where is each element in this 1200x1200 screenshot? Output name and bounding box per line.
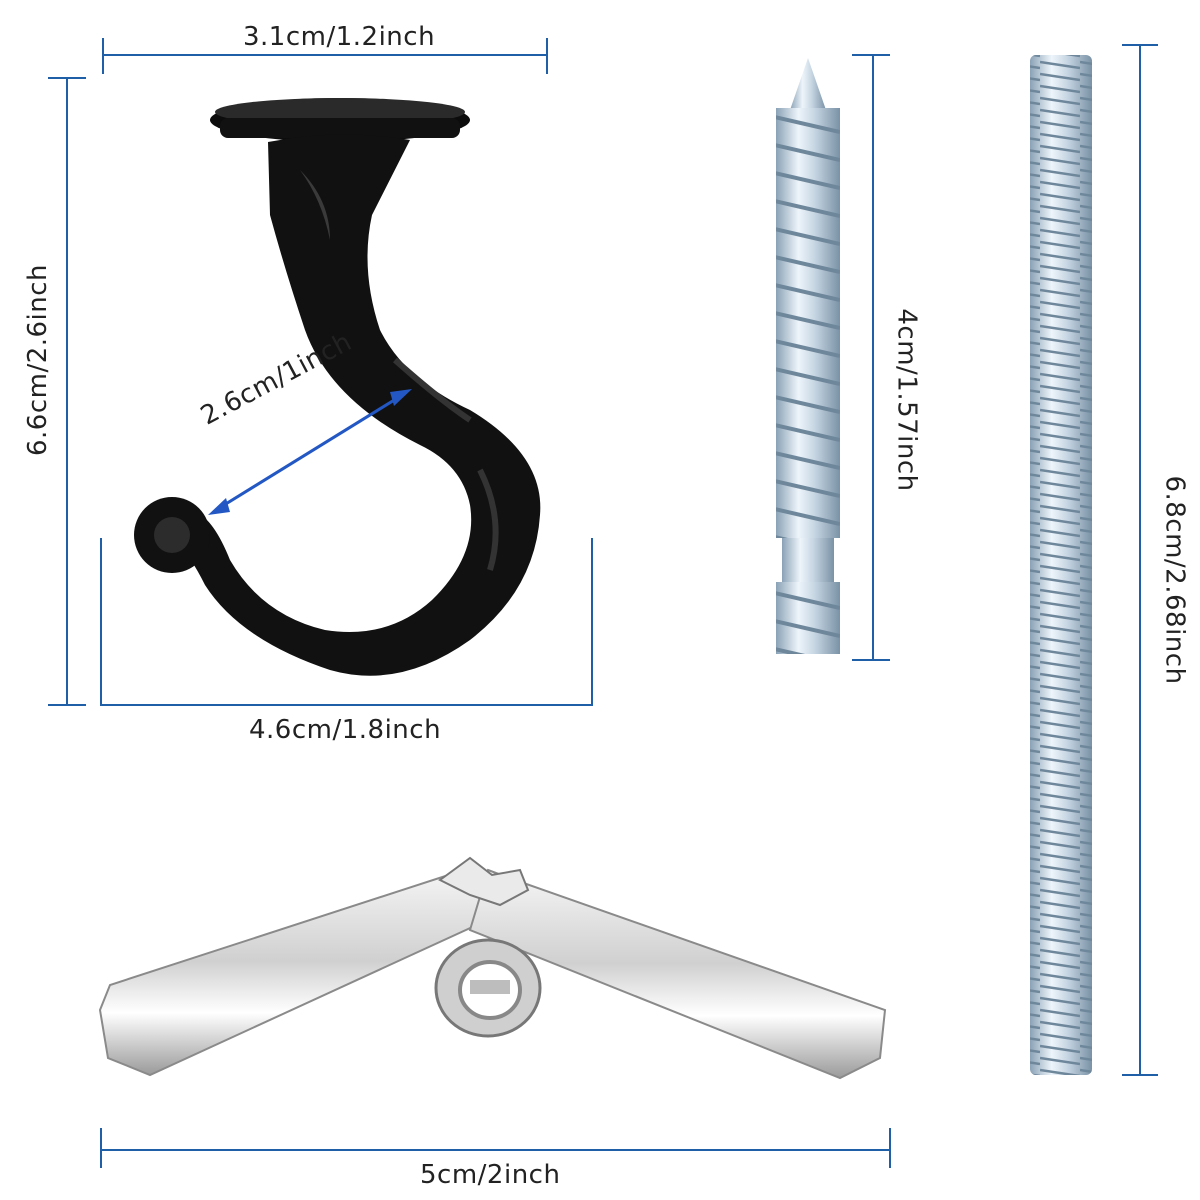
anchor-width-dimension	[100, 1128, 891, 1168]
threaded-rod	[1030, 55, 1092, 1075]
anchor-width-label: 5cm/2inch	[420, 1160, 561, 1190]
hook-width-dimension	[102, 38, 548, 74]
ceiling-hook	[134, 98, 541, 676]
hook-base-label: 4.6cm/1.8inch	[249, 715, 442, 745]
hook-height-label: 6.6cm/2.6inch	[23, 263, 54, 457]
screw-length-label: 4cm/1.57inch	[891, 308, 922, 492]
hook-height-dimension	[48, 77, 86, 706]
wood-screw	[776, 58, 840, 654]
rod-length-dimension	[1122, 44, 1158, 1076]
hook-opening-arrow	[208, 389, 412, 515]
hook-base-dimension	[100, 538, 593, 706]
toggle-anchor	[98, 856, 887, 1080]
rod-length-label: 6.8cm/2.68inch	[1159, 475, 1190, 685]
screw-length-dimension	[852, 54, 890, 661]
hook-width-label: 3.1cm/1.2inch	[243, 22, 436, 52]
